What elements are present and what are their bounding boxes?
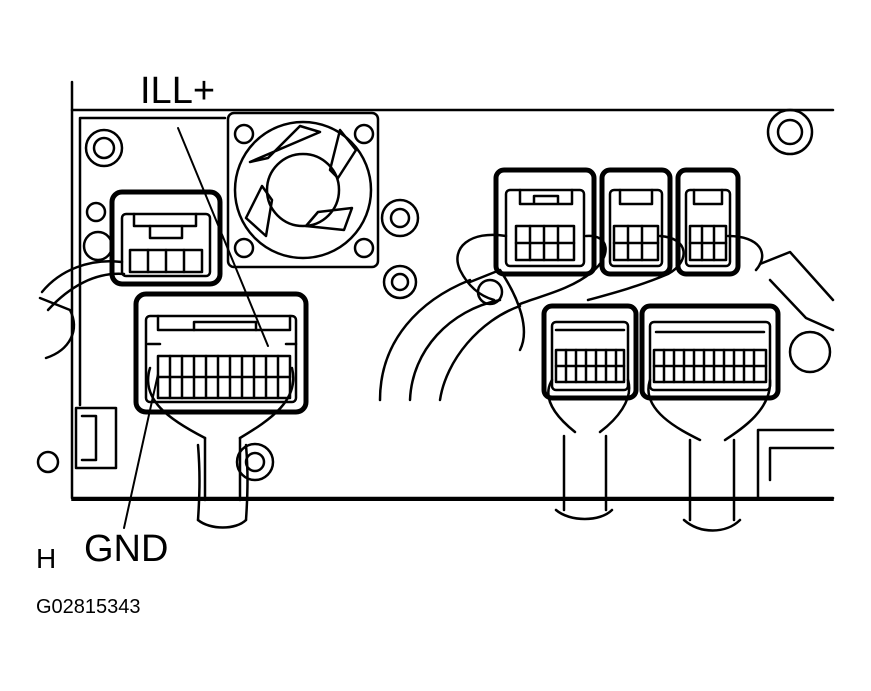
gnd-leader-line — [123, 373, 159, 529]
connector-main — [133, 291, 309, 415]
ill-plus-label: ILL+ — [140, 70, 216, 112]
figure-code-label: G02815343 — [36, 596, 141, 618]
connector-right-lower-1 — [541, 303, 639, 401]
connector-right-upper-3 — [675, 167, 741, 277]
connector-right-upper-2 — [599, 167, 673, 277]
cooling-fan — [226, 111, 380, 269]
ill-plus-leader-line — [177, 127, 269, 347]
wire-harness — [38, 233, 835, 532]
connector-right-upper-1 — [493, 167, 597, 277]
view-letter-label: H — [36, 543, 57, 574]
connector-upper-left — [109, 189, 223, 287]
gnd-label: GND — [84, 528, 169, 570]
connector-right-lower-2 — [639, 303, 781, 401]
leader-lines — [123, 127, 269, 529]
mounting-holes — [36, 108, 832, 482]
unit-housing — [70, 80, 835, 501]
